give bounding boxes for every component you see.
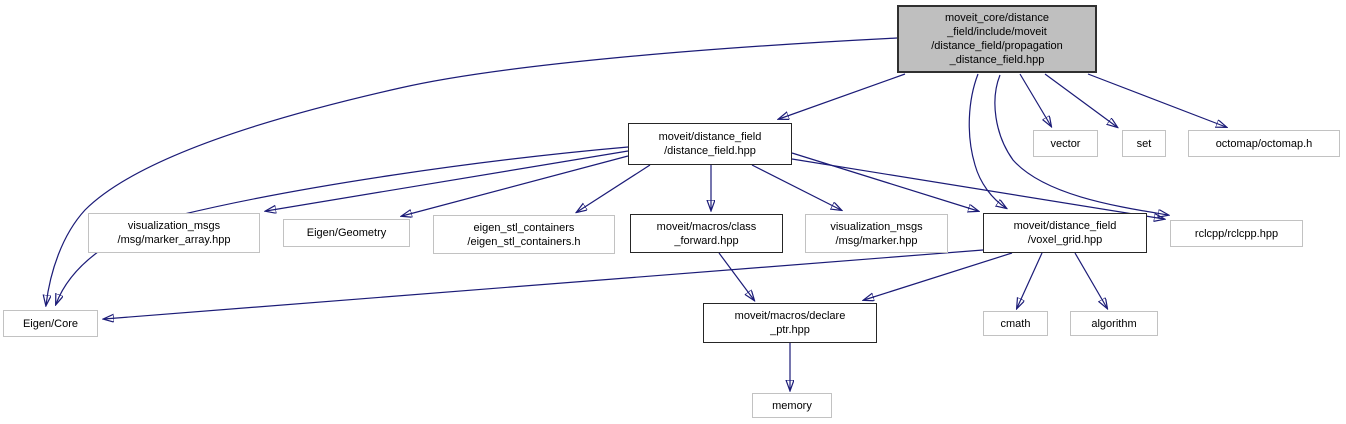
edge-main-to-voxel-grid [968, 73, 1006, 208]
node-eigen-core: Eigen/Core [3, 310, 98, 337]
node-declare-ptr-hpp[interactable]: moveit/macros/declare _ptr.hpp [703, 303, 877, 343]
edge-main-to-octomap [1087, 73, 1226, 127]
edge-distance-field-to-marker [751, 164, 841, 210]
edge-voxel-grid-to-cmath [1017, 252, 1043, 308]
edge-distance-field-to-rclcpp [791, 158, 1164, 219]
node-algorithm: algorithm [1070, 311, 1158, 336]
edge-main-to-distance-field [779, 73, 906, 119]
node-vector: vector [1033, 130, 1098, 157]
node-eigen-geometry: Eigen/Geometry [283, 219, 410, 247]
node-marker-array-hpp: visualization_msgs /msg/marker_array.hpp [88, 213, 260, 253]
node-rclcpp-hpp: rclcpp/rclcpp.hpp [1170, 220, 1303, 247]
edge-distance-field-to-eigen-core [56, 146, 629, 304]
edge-distance-field-to-eigen-stl [577, 164, 651, 212]
node-set: set [1122, 130, 1166, 157]
edge-distance-field-to-eigen-geometry [402, 155, 629, 216]
node-marker-hpp: visualization_msgs /msg/marker.hpp [805, 214, 948, 253]
node-cmath: cmath [983, 311, 1048, 336]
edge-voxel-grid-to-declare-ptr [864, 252, 1013, 300]
node-propagation-distance-field-hpp: moveit_core/distance _field/include/move… [897, 5, 1097, 73]
node-eigen-stl-containers-h: eigen_stl_containers /eigen_stl_containe… [433, 215, 615, 254]
edge-distance-field-to-voxel-grid [791, 152, 978, 211]
edge-main-to-set [1044, 73, 1117, 127]
edge-voxel-grid-to-eigen-core [104, 249, 984, 319]
node-voxel-grid-hpp[interactable]: moveit/distance_field /voxel_grid.hpp [983, 213, 1147, 253]
edge-class-forward-to-declare-ptr [718, 252, 754, 300]
edge-voxel-grid-to-algorithm [1074, 252, 1107, 308]
edge-main-to-eigen-core [46, 37, 898, 305]
edge-main-to-rclcpp [994, 74, 1168, 215]
edge-distance-field-to-marker-array [266, 150, 629, 211]
node-distance-field-hpp[interactable]: moveit/distance_field /distance_field.hp… [628, 123, 792, 165]
edge-main-to-vector [1019, 73, 1051, 126]
node-octomap-h: octomap/octomap.h [1188, 130, 1340, 157]
node-class-forward-hpp[interactable]: moveit/macros/class _forward.hpp [630, 214, 783, 253]
node-memory: memory [752, 393, 832, 418]
